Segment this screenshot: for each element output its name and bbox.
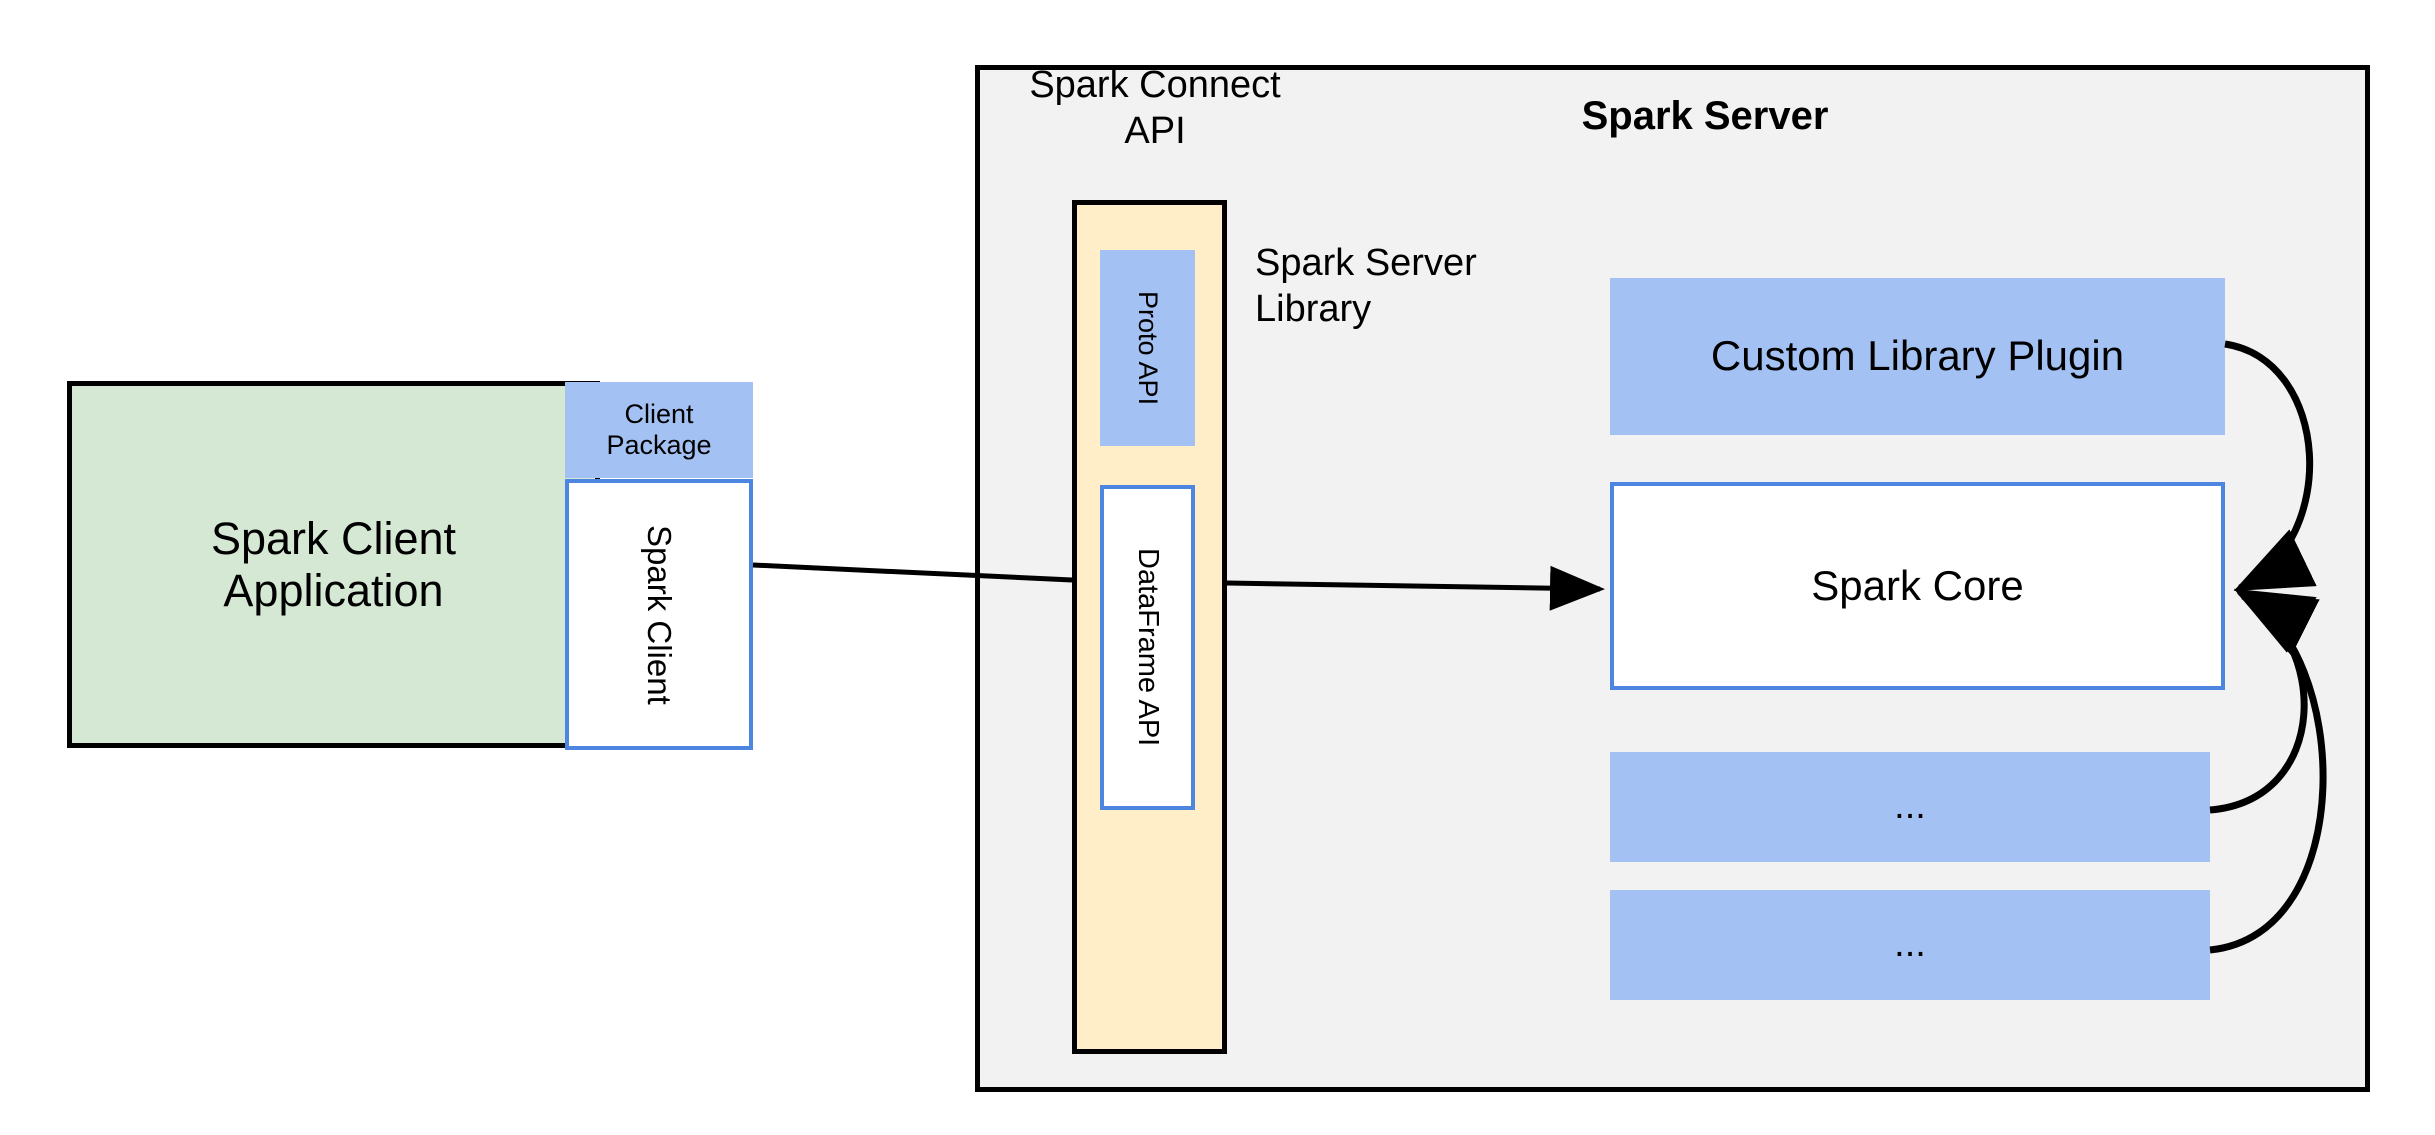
spark-client-box: Spark Client — [565, 479, 753, 750]
custom-library-plugin-box: Custom Library Plugin — [1610, 278, 2225, 435]
proto-api-box: Proto API — [1100, 250, 1195, 446]
proto-api-label: Proto API — [1133, 290, 1164, 406]
client-package-label-line1: Client — [624, 398, 694, 429]
client-package-label-line2: Package — [606, 430, 712, 460]
spark-server-title: Spark Server — [1581, 94, 1829, 138]
ellipsis-box-two-label: ... — [1894, 923, 1926, 966]
spark-server-library-label-line2: Library — [1255, 288, 1372, 331]
client-package-box: Client Package — [565, 382, 753, 478]
spark-connect-api-label-line1: Spark Connect — [1029, 64, 1281, 106]
spark-client-label: Spark Client — [640, 524, 678, 705]
spark-core-label: Spark Core — [1811, 561, 2024, 609]
spark-client-application-box: Spark Client Application — [67, 381, 600, 748]
spark-server-library-label: Spark Server Library — [1255, 240, 1565, 333]
custom-library-plugin-label: Custom Library Plugin — [1710, 332, 2125, 380]
dataframe-api-box: DataFrame API — [1100, 485, 1195, 810]
dataframe-api-label: DataFrame API — [1132, 548, 1165, 747]
ellipsis-box-two: ... — [1610, 890, 2210, 1000]
spark-server-library-label-line1: Spark Server — [1255, 242, 1477, 284]
spark-client-application-label-line2: Application — [223, 564, 444, 616]
ellipsis-box-one-label: ... — [1894, 785, 1926, 828]
spark-client-application-label-line1: Spark Client — [210, 512, 457, 564]
spark-connect-api-label-line2: API — [1124, 110, 1186, 153]
spark-connect-api-label: Spark Connect API — [1005, 62, 1305, 155]
spark-core-box: Spark Core — [1610, 482, 2225, 690]
ellipsis-box-one: ... — [1610, 752, 2210, 862]
